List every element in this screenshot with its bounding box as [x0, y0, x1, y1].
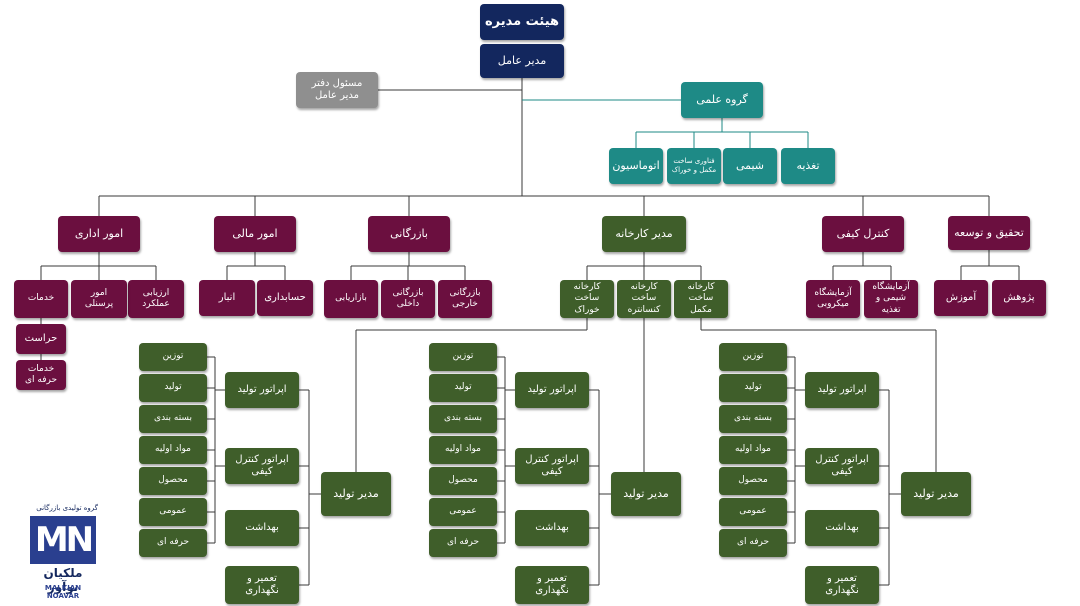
production-task-node-1-3: مواد اولیه: [429, 436, 497, 464]
production-task-node-0-6: حرفه ای: [139, 529, 207, 557]
production-task-node-2-1: تولید: [719, 374, 787, 402]
production-task-node-1-4: محصول: [429, 467, 497, 495]
production-unit-node-0-3: تعمیر و نگهداری: [225, 566, 299, 604]
science-automation-node: اتوماسیون: [609, 148, 663, 184]
board-node: هیئت مدیره: [480, 4, 564, 40]
ceo-office-node: مسئول دفتر مدیر عامل: [296, 72, 378, 108]
production-manager-node-1: مدیر تولید: [611, 472, 681, 516]
qc-node: کنترل کیفی: [822, 216, 904, 252]
production-unit-node-1-2: بهداشت: [515, 510, 589, 546]
admin-services-node: خدمات: [14, 280, 68, 318]
logo-mark: MN: [30, 516, 96, 564]
qc-chem-lab-node: آزمایشگاه شیمی و تغذیه: [864, 280, 918, 318]
admin-security-node: حراست: [16, 324, 66, 354]
science-nutrition-node: تغذیه: [781, 148, 835, 184]
production-unit-node-0-0: اپراتور تولید: [225, 372, 299, 408]
production-task-node-1-2: بسته بندی: [429, 405, 497, 433]
production-task-node-0-3: مواد اولیه: [139, 436, 207, 464]
production-unit-node-1-3: تعمیر و نگهداری: [515, 566, 589, 604]
finance-accounting-node: حسابداری: [257, 280, 313, 316]
factory-concentrate-node: کارخانه ساخت کنسانتره: [617, 280, 671, 318]
production-unit-node-2-0: اپراتور تولید: [805, 372, 879, 408]
production-task-node-0-0: توزین: [139, 343, 207, 371]
admin-personnel-node: امور پرسنلی: [71, 280, 127, 318]
ceo-node: مدیر عامل: [480, 44, 564, 78]
commerce-foreign-node: بازرگانی خارجی: [438, 280, 492, 318]
production-task-node-2-4: محصول: [719, 467, 787, 495]
production-task-node-2-0: توزین: [719, 343, 787, 371]
production-task-node-0-4: محصول: [139, 467, 207, 495]
factory-feed-node: کارخانه ساخت خوراک: [560, 280, 614, 318]
production-task-node-1-6: حرفه ای: [429, 529, 497, 557]
production-unit-node-0-2: بهداشت: [225, 510, 299, 546]
production-manager-node-2: مدیر تولید: [901, 472, 971, 516]
admin-node: امور اداری: [58, 216, 140, 252]
production-unit-node-2-2: بهداشت: [805, 510, 879, 546]
commerce-node: بازرگانی: [368, 216, 450, 252]
science-group-node: گروه علمی: [681, 82, 763, 118]
finance-warehouse-node: انبار: [199, 280, 255, 316]
factory-manager-node: مدیر کارخانه: [602, 216, 686, 252]
commerce-marketing-node: بازاریابی: [324, 280, 378, 318]
production-unit-node-1-0: اپراتور تولید: [515, 372, 589, 408]
production-unit-node-0-1: اپراتور کنترل کیفی: [225, 448, 299, 484]
qc-micro-lab-node: آزمایشگاه میکروبی: [806, 280, 860, 318]
science-tech-node: فناوری ساخت مکمل و خوراک: [667, 148, 721, 184]
production-task-node-0-2: بسته بندی: [139, 405, 207, 433]
science-chemistry-node: شیمی: [723, 148, 777, 184]
rd-node: تحقیق و توسعه: [948, 216, 1030, 250]
production-task-node-2-3: مواد اولیه: [719, 436, 787, 464]
commerce-domestic-node: بازرگانی داخلی: [381, 280, 435, 318]
production-unit-node-2-1: اپراتور کنترل کیفی: [805, 448, 879, 484]
production-task-node-2-6: حرفه ای: [719, 529, 787, 557]
rd-training-node: آموزش: [934, 280, 988, 316]
production-unit-node-1-1: اپراتور کنترل کیفی: [515, 448, 589, 484]
production-task-node-0-1: تولید: [139, 374, 207, 402]
admin-evaluation-node: ارزیابی عملکرد: [128, 280, 184, 318]
production-manager-node-0: مدیر تولید: [321, 472, 391, 516]
rd-research-node: پژوهش: [992, 280, 1046, 316]
admin-professional-services-node: خدمات حرفه ای: [16, 360, 66, 390]
company-logo: گروه تولیدی بازرگانی MN ملکیان نوآور MAL…: [28, 504, 98, 604]
production-unit-node-2-3: تعمیر و نگهداری: [805, 566, 879, 604]
finance-node: امور مالی: [214, 216, 296, 252]
production-task-node-1-1: تولید: [429, 374, 497, 402]
production-task-node-2-5: عمومی: [719, 498, 787, 526]
factory-supplement-node: کارخانه ساخت مکمل: [674, 280, 728, 318]
production-task-node-2-2: بسته بندی: [719, 405, 787, 433]
production-task-node-1-0: توزین: [429, 343, 497, 371]
production-task-node-1-5: عمومی: [429, 498, 497, 526]
production-task-node-0-5: عمومی: [139, 498, 207, 526]
